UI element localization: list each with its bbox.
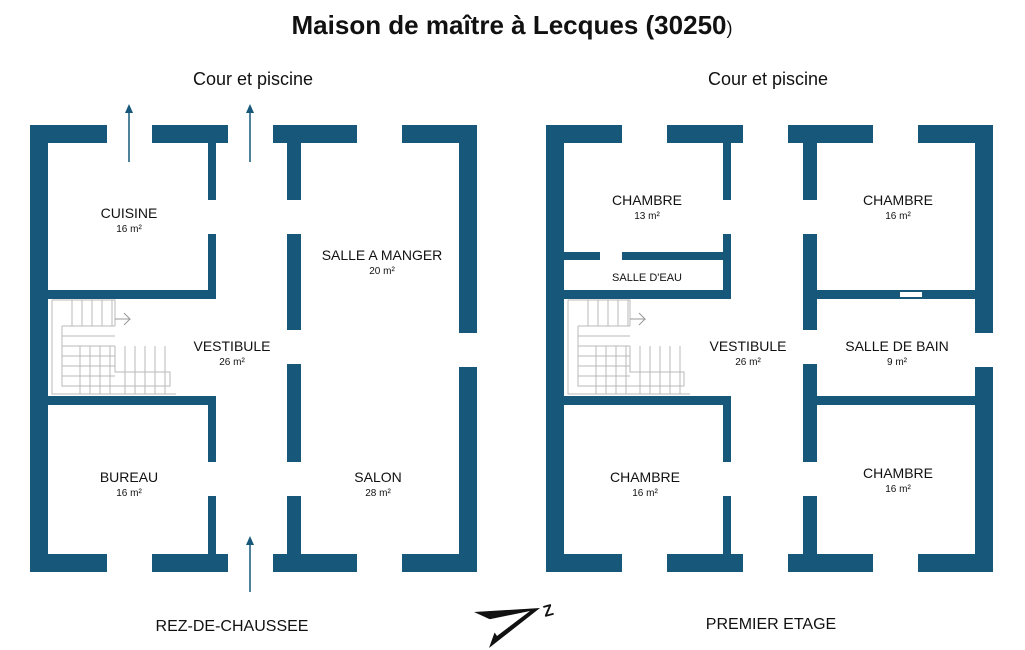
ground-wall-kitchen-bottom — [48, 290, 216, 299]
room-area: 16 m² — [116, 488, 142, 499]
ground-floor-plan: CUISINE 16 m² VESTIBULE 26 m² BUREAU 16 … — [30, 104, 477, 592]
ground-wall-office-top — [48, 396, 216, 405]
first-door-bath-top — [900, 292, 922, 297]
first-window-top-mid — [743, 125, 788, 143]
room-area: 20 m² — [369, 266, 395, 277]
first-door-bath — [803, 330, 817, 364]
compass-letter: Z — [541, 602, 555, 621]
first-stairs — [567, 299, 690, 395]
first-door-salle-eau — [600, 252, 622, 260]
arrowhead-icon — [246, 104, 254, 113]
first-door-chambre3 — [723, 462, 731, 496]
first-window-bottom-left — [622, 554, 667, 572]
arrowhead-icon — [125, 104, 133, 113]
first-window-bottom-right — [873, 554, 918, 572]
north-arrow-icon: Z — [474, 602, 556, 648]
room-name: CHAMBRE — [863, 192, 933, 208]
room-area: 9 m² — [887, 357, 908, 368]
ground-door-salon-low — [287, 462, 301, 496]
room-area: 26 m² — [735, 357, 761, 368]
ground-door-kitchen — [208, 200, 216, 234]
room-name: CHAMBRE — [610, 469, 680, 485]
room-name: VESTIBULE — [709, 338, 786, 354]
room-name: CHAMBRE — [863, 465, 933, 481]
room-name: SALLE DE BAIN — [845, 338, 949, 354]
first-door-chambre4 — [803, 462, 817, 496]
ground-floor-label: REZ-DE-CHAUSSEE — [156, 618, 309, 635]
room-area: 28 m² — [365, 488, 391, 499]
first-door-chambre1 — [723, 200, 731, 234]
first-window-bottom-mid — [743, 554, 788, 572]
room-area: 26 m² — [219, 357, 245, 368]
arrowhead-icon — [246, 536, 254, 545]
ground-stairs — [51, 299, 176, 395]
room-name: CUISINE — [101, 205, 158, 221]
first-wall-chambre1-bottom — [564, 252, 731, 260]
first-window-top-left — [622, 125, 667, 143]
ground-window-top-dining — [357, 125, 402, 143]
room-area: 16 m² — [116, 224, 142, 235]
ground-window-bottom-salon — [357, 554, 402, 572]
title-main: Maison de maître à Lecques (30250 — [292, 10, 727, 40]
first-window-right-bath — [975, 333, 993, 367]
first-floor-label: PREMIER ETAGE — [706, 616, 836, 633]
first-wall-salle-eau-bottom — [564, 290, 731, 299]
room-area: 16 m² — [885, 211, 911, 222]
title-paren: ) — [726, 18, 732, 38]
room-area: 16 m² — [885, 484, 911, 495]
page-title: Maison de maître à Lecques (30250) — [292, 10, 733, 40]
room-area: 16 m² — [632, 488, 658, 499]
ground-floor-top-caption: Cour et piscine — [193, 69, 313, 89]
ground-window-bottom-office — [107, 554, 152, 572]
first-wall-chambre3-top — [564, 396, 731, 405]
first-wall-bath-bottom — [817, 396, 975, 405]
ground-door-salon-mid — [287, 330, 301, 364]
room-name: SALLE D'EAU — [612, 272, 682, 284]
first-floor-top-caption: Cour et piscine — [708, 69, 828, 89]
room-name: VESTIBULE — [193, 338, 270, 354]
first-floor-plan: CHAMBRE 13 m² SALLE D'EAU VESTIBULE 26 m… — [546, 125, 993, 572]
room-area: 13 m² — [634, 211, 660, 222]
room-name: SALLE A MANGER — [322, 247, 443, 263]
ground-door-office — [208, 462, 216, 496]
ground-arrows — [125, 104, 254, 592]
room-name: BUREAU — [100, 469, 158, 485]
first-door-chambre2 — [803, 200, 817, 234]
first-window-top-right — [873, 125, 918, 143]
ground-door-dining — [287, 200, 301, 234]
room-name: SALON — [354, 469, 401, 485]
room-name: CHAMBRE — [612, 192, 682, 208]
ground-window-right-salon — [459, 333, 477, 367]
first-wall-chambre2-bottom — [817, 290, 975, 299]
